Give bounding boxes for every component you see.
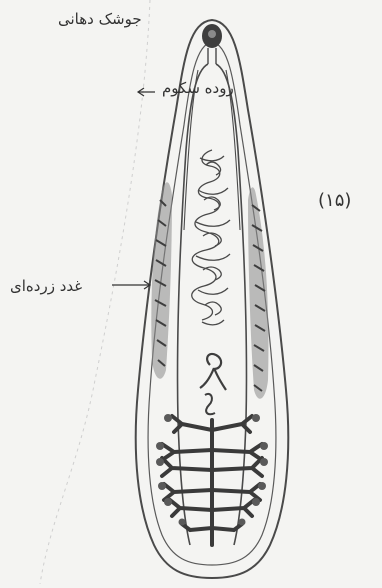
oral-sucker-opening <box>208 30 216 38</box>
figure-number: (۱۵) <box>318 190 351 211</box>
label-oral-sucker: جوشک دهانی <box>58 10 142 28</box>
shell-gland <box>205 394 215 414</box>
testes-branched <box>162 416 262 545</box>
ovary <box>200 354 226 390</box>
vitelline-gland-left <box>151 182 172 379</box>
label-caecum: روده سکوم <box>162 79 234 97</box>
label-vitelline-glands: غدد زرده‌ای <box>10 277 82 295</box>
pharynx <box>208 48 216 64</box>
uterus-coils <box>192 150 230 325</box>
